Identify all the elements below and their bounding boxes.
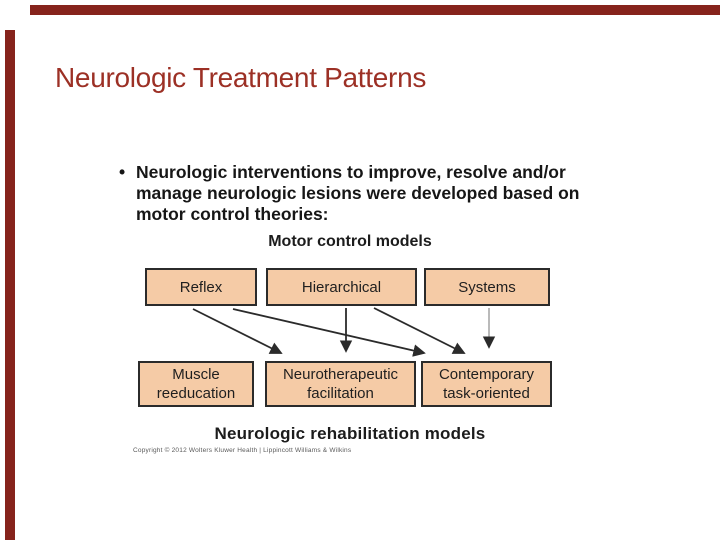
- model-box-muscle-reeducation: Muscle reeducation: [138, 361, 254, 407]
- figure-heading: Motor control models: [268, 233, 432, 250]
- bullet-line-3: motor control theories:: [136, 204, 329, 224]
- box-label-line: Muscle: [172, 366, 220, 383]
- box-label-line: Neurotherapeutic: [282, 366, 399, 383]
- model-box-hierarchical: Hierarchical: [266, 268, 417, 306]
- bullet-line-1: Neurologic interventions to improve, res…: [136, 162, 566, 182]
- box-label-line: task-oriented: [443, 385, 530, 402]
- left-accent-bar: [5, 30, 15, 540]
- bullet-line-2: manage neurologic lesions were developed…: [136, 183, 580, 203]
- model-box-systems: Systems: [424, 268, 550, 306]
- slide-title: Neurologic Treatment Patterns: [55, 62, 427, 93]
- box-label-line: reeducation: [156, 385, 236, 402]
- bullet-item: • Neurologic interventions to improve, r…: [119, 162, 609, 225]
- box-label-line: facilitation: [307, 385, 374, 402]
- arrow-reflex-to-contemporary: [232, 308, 426, 357]
- arrow-hierarchical-to-contemporary: [373, 307, 466, 354]
- top-accent-bar: [30, 5, 720, 15]
- model-box-reflex: Reflex: [145, 268, 257, 306]
- box-label-line: Contemporary: [438, 366, 535, 383]
- model-box-neurotherapeutic-facilitation: Neurotherapeutic facilitation: [265, 361, 416, 407]
- copyright-notice: Copyright © 2012 Wolters Kluwer Health |…: [133, 447, 352, 454]
- bullet-marker: •: [119, 162, 126, 182]
- bullet-text: Neurologic interventions to improve, res…: [136, 162, 579, 225]
- figure-caption: Neurologic rehabilitation models: [214, 424, 486, 443]
- arrow-reflex-to-neurotherapeutic: [192, 308, 283, 354]
- model-box-contemporary-task-oriented: Contemporary task-oriented: [421, 361, 552, 407]
